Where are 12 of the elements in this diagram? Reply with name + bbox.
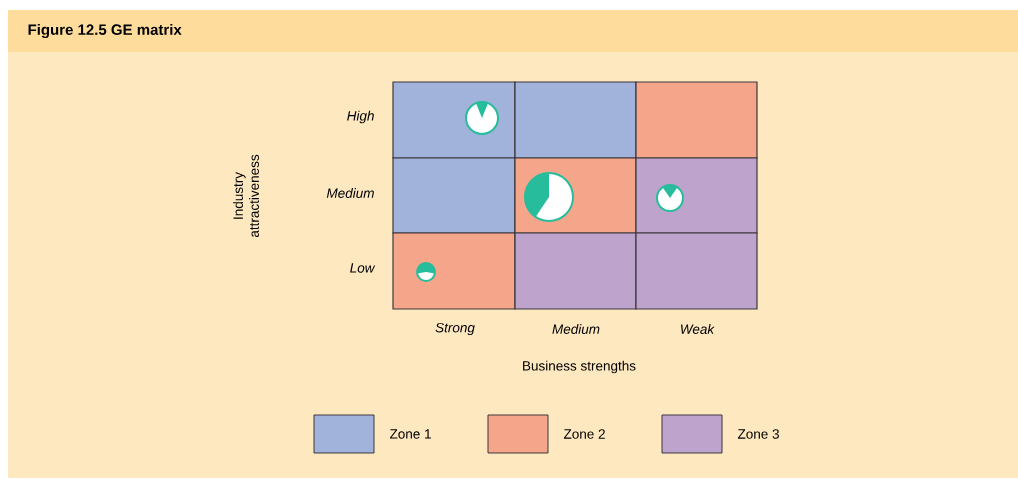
row-label: Medium (326, 188, 374, 198)
row-label: High (347, 110, 374, 124)
axis-label: Business strengths (523, 360, 636, 374)
title-banner: Figure 12.5 GE matrix (8, 10, 1018, 52)
legend-label: Zone 2 (563, 429, 605, 439)
legend-label: Zone 1 (389, 429, 431, 439)
column-label: Strong (435, 322, 475, 336)
legend-label: Zone 3 (737, 429, 779, 439)
row-label: Low (350, 263, 376, 273)
column-label: Medium (552, 324, 600, 334)
column-label: Weak (681, 324, 715, 334)
axis-label: Industry attractiveness (233, 154, 259, 238)
